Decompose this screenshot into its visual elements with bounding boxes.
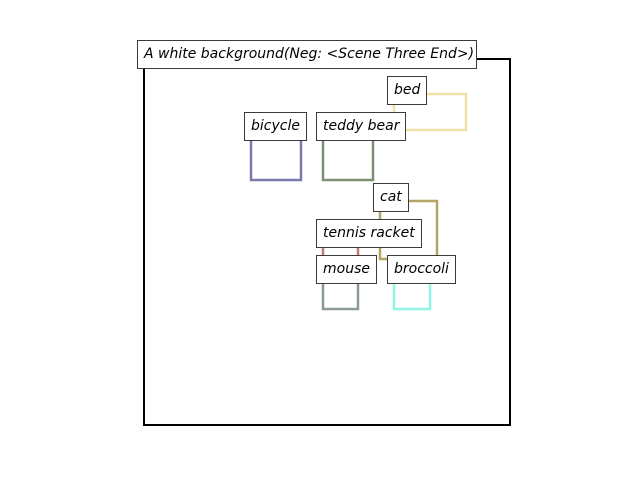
broccoli-label: broccoli [387,255,456,284]
caption-label: A white background(Neg: <Scene Three End… [137,40,477,69]
cat-label: cat [373,183,409,212]
bicycle-label: bicycle [244,112,307,141]
teddy-bear-label: teddy bear [316,112,407,141]
mouse-label: mouse [316,255,377,284]
bed-label: bed [387,76,428,105]
tennis-racket-label: tennis racket [316,219,422,248]
